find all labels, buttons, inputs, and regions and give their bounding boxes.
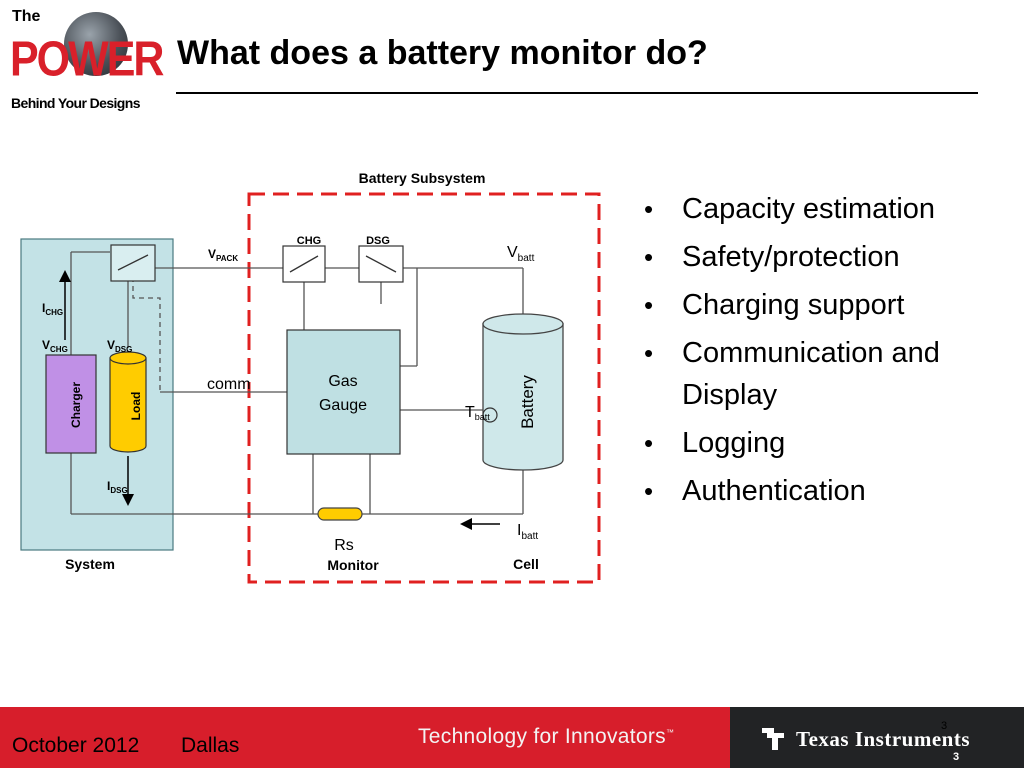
battery-subsystem-border — [247, 192, 601, 584]
list-item: Safety/protection — [640, 236, 960, 278]
slide-title: What does a battery monitor do? — [177, 34, 708, 72]
page-number: 3 — [953, 751, 960, 763]
logo-power-text: POWER — [10, 32, 164, 88]
the-power-logo: The POWER Behind Your Designs — [6, 6, 164, 116]
list-item: Authentication — [640, 470, 960, 512]
ti-company-name: Texas Instruments — [796, 727, 970, 751]
monitor-label: Monitor — [327, 557, 379, 573]
tagline-text: Technology for Innovators — [418, 725, 666, 748]
vdsg-label: VDSG — [107, 338, 132, 354]
logo-globe-icon — [64, 12, 128, 76]
list-item: Charging support — [640, 284, 960, 326]
thermistor-icon — [482, 407, 498, 423]
list-item: Capacity estimation — [640, 188, 960, 230]
charger-label: Charger — [69, 382, 83, 428]
idsg-label: IDSG — [107, 479, 128, 495]
trademark-symbol: ™ — [665, 728, 675, 737]
cell-label: Cell — [513, 556, 539, 572]
vchg-label: VCHG — [42, 338, 68, 354]
slide-footer: October 2012 Dallas Technology for Innov… — [0, 707, 1024, 768]
footer-tagline: Technology for Innovators™ — [418, 725, 674, 749]
battery-subsystem-label: Battery Subsystem — [359, 170, 486, 186]
sense-resistor-label: Rs — [334, 537, 354, 554]
comm-label: comm — [207, 376, 251, 393]
system-label: System — [65, 556, 115, 572]
gas-gauge-label-line2: Gauge — [319, 397, 367, 414]
load-label: Load — [129, 392, 143, 421]
system-box — [20, 238, 174, 551]
ichg-label: ICHG — [42, 301, 63, 317]
chg-switch-label: CHG — [297, 235, 321, 247]
footer-location: Dallas — [181, 734, 240, 757]
list-item: Logging — [640, 422, 960, 464]
vpack-label: VPACK — [208, 247, 238, 263]
charger-block — [45, 354, 97, 454]
comm-dashed-line — [132, 268, 161, 392]
sense-resistor — [317, 507, 363, 521]
footer-red-band — [0, 707, 730, 768]
ti-logo-icon — [762, 728, 784, 750]
logo-tagline: Behind Your Designs — [11, 95, 140, 111]
list-item: Communication and Display — [640, 332, 960, 416]
logo-the-text: The — [12, 8, 41, 25]
page-number-shadow: 3 — [941, 720, 948, 732]
dsg-switch-label: DSG — [366, 235, 390, 247]
vbatt-label: Vbatt — [507, 244, 535, 264]
tbatt-label: Tbatt — [465, 404, 490, 422]
battery-label: Battery — [518, 375, 537, 429]
feature-list: Capacity estimation Safety/protection Ch… — [640, 188, 960, 518]
gas-gauge-block — [286, 329, 401, 455]
load-block — [109, 351, 147, 453]
title-underline — [176, 92, 978, 94]
battery-monitor-diagram: Battery Subsystem CHG — [20, 170, 601, 584]
ibatt-label: Ibatt — [517, 522, 538, 542]
gas-gauge-label-line1: Gas — [328, 373, 357, 390]
battery-cell — [482, 313, 564, 471]
footer-date: October 2012 — [12, 734, 140, 757]
